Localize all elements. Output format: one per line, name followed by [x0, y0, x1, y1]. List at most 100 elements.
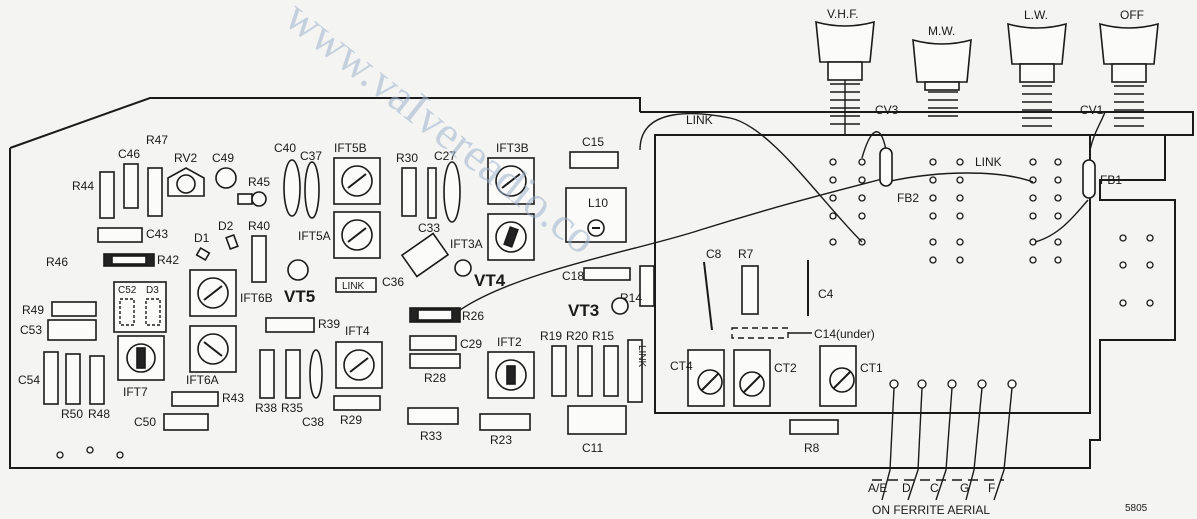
ferrite-aerial-connections: A/E D C G F ON FERRITE AERIAL [868, 379, 1017, 517]
r50-label: R50 [61, 407, 83, 421]
mw-label: M.W. [928, 24, 955, 38]
r44-label: R44 [72, 179, 94, 193]
cv1-label: CV1 [1080, 103, 1104, 117]
r35-label: R35 [281, 401, 303, 415]
ift7-label: IFT7 [123, 385, 148, 399]
l10-label: L10 [588, 196, 608, 210]
ift2-transformer: IFT2 [487, 335, 535, 399]
ift4-label: IFT4 [345, 324, 370, 338]
pin-g: G [960, 481, 969, 495]
ferrite-aerial-caption: ON FERRITE AERIAL [872, 503, 990, 517]
d1-label: D1 [194, 231, 210, 245]
ift6a-transformer: IFT6A [186, 325, 237, 387]
c49-label: C49 [212, 151, 234, 165]
r48-label: R48 [88, 407, 110, 421]
r42-label: R42 [157, 253, 179, 267]
pin-f: F [988, 481, 995, 495]
r43-label: R43 [222, 391, 244, 405]
c18-label: C18 [562, 269, 584, 283]
c43-label: C43 [146, 227, 168, 241]
figure-code: 5805 [1125, 503, 1148, 514]
c15-label: C15 [582, 135, 604, 149]
ct1-trimmer: CT1 [819, 345, 883, 407]
r29-label: R29 [340, 413, 362, 427]
ift7-transformer: IFT7 [117, 335, 165, 399]
ct1-label: CT1 [860, 361, 883, 375]
ct2-label: CT2 [774, 361, 797, 375]
ift5b-label: IFT5B [334, 141, 367, 155]
ift3a-label: IFT3A [450, 237, 483, 251]
r23-label: R23 [490, 433, 512, 447]
link-v-label: LINK [636, 345, 647, 368]
ift5a-label: IFT5A [298, 229, 331, 243]
c54-label: C54 [18, 373, 40, 387]
off-switch[interactable]: OFF [1099, 8, 1159, 127]
c52-label: C52 [118, 285, 137, 296]
components-centre: C40 C37 VT5 IFT5B IFT5A LINK R30 C33 C27 [255, 135, 655, 455]
c29-label: C29 [460, 337, 482, 351]
r46-label: R46 [46, 255, 68, 269]
ift5b-transformer: IFT5B [333, 141, 381, 205]
c37-label: C37 [300, 149, 322, 163]
ift3b-transformer: IFT3B [487, 141, 535, 205]
lw-switch[interactable]: L.W. [1007, 8, 1067, 127]
c8-label: C8 [706, 247, 722, 261]
c11-label: C11 [582, 441, 603, 455]
vt4-label: VT4 [474, 271, 506, 290]
ift5a-transformer: IFT5A [298, 211, 381, 259]
vhf-label: V.H.F. [827, 7, 859, 21]
ferrite-bead-fb1: FB1 [1082, 159, 1122, 199]
r49-label: R49 [22, 303, 44, 317]
ift2-label: IFT2 [497, 335, 522, 349]
d2-label: D2 [218, 219, 234, 233]
r28-label: R28 [424, 371, 446, 385]
c38-label: C38 [302, 415, 324, 429]
link-label-right: LINK [975, 155, 1002, 169]
r26-label: R26 [462, 309, 484, 323]
r40-label: R40 [248, 219, 270, 233]
r45-label: R45 [248, 175, 270, 189]
ift6b-label: IFT6B [240, 291, 273, 305]
c36-capacitor: C36 [382, 232, 450, 289]
vhf-switch[interactable]: V.H.F. [815, 7, 875, 135]
r7-label: R7 [738, 247, 754, 261]
r30-label: R30 [396, 151, 418, 165]
rv2-label: RV2 [174, 151, 197, 165]
fb2-label: FB2 [897, 191, 919, 205]
ferrite-bead-fb2: FB2 [879, 147, 919, 205]
fb1-label: FB1 [1100, 173, 1122, 187]
pin-d: D [902, 481, 911, 495]
switch-bank: V.H.F. M.W. L.W. OFF [640, 7, 1194, 136]
ct2-trimmer: CT2 [733, 349, 797, 407]
off-label: OFF [1120, 8, 1144, 22]
ift4-transformer: IFT4 [335, 324, 383, 389]
l10-coil: L10 [565, 187, 627, 243]
r33-label: R33 [420, 429, 442, 443]
tuner-holes [829, 158, 1154, 307]
rv2-potentiometer: RV2 [167, 151, 205, 197]
lw-label: L.W. [1024, 8, 1048, 22]
r15-label: R15 [592, 329, 614, 343]
ift3a-transformer [487, 213, 535, 261]
c36-label: C36 [382, 275, 404, 289]
c4-label: C4 [818, 287, 834, 301]
mw-switch[interactable]: M.W. [912, 24, 972, 117]
r38-label: R38 [255, 401, 277, 415]
link-wires: LINK LINK [459, 111, 1106, 311]
r8-label: R8 [804, 441, 820, 455]
pin-ae: A/E [868, 481, 887, 495]
link-label-upper: LINK [686, 113, 713, 127]
c33-label: C33 [418, 221, 440, 235]
cv3-label: CV3 [875, 103, 899, 117]
pcb-outline [9, 97, 1176, 469]
components-tuner: C8 R7 C4 C14(under) CT4 CT2 CT1 [670, 247, 883, 455]
watermark-text: www.vaIvereadio.co [276, 0, 607, 264]
link-box-label: LINK [342, 281, 365, 292]
ct4-trimmer: CT4 [670, 349, 725, 407]
c46-label: C46 [118, 147, 140, 161]
components-left: C46 R47 R44 RV2 C49 R45 C43 D1 D2 R40 R4… [18, 133, 273, 459]
c27-label: C27 [434, 149, 456, 163]
r20-label: R20 [566, 329, 588, 343]
r39-label: R39 [318, 317, 340, 331]
